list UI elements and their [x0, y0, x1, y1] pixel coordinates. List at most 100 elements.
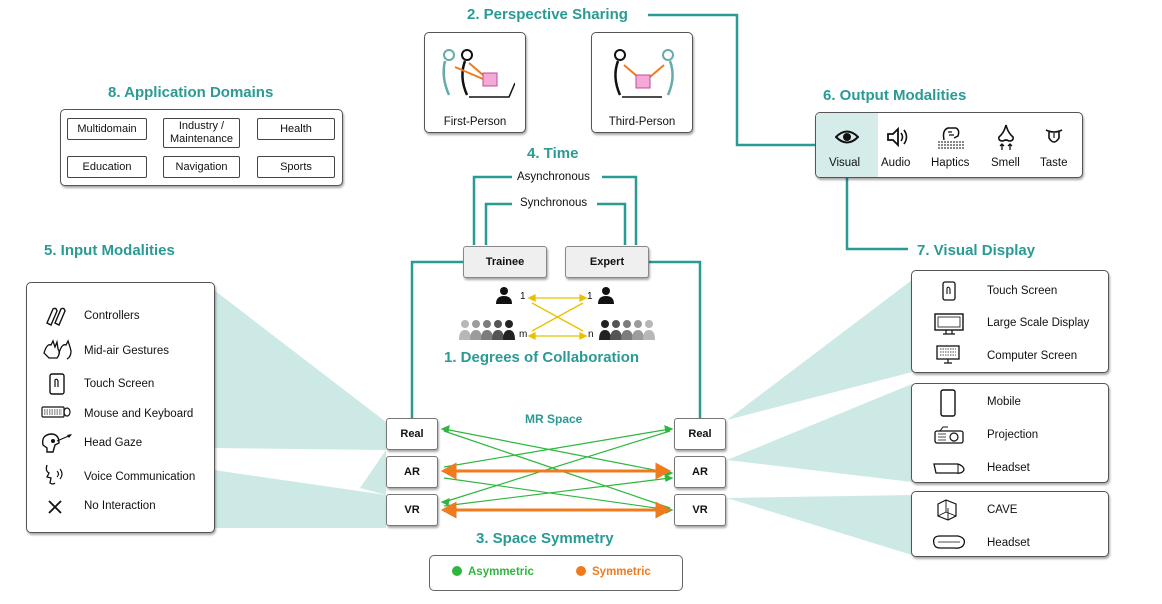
asynchronous-label: Asynchronous — [517, 171, 590, 183]
left-ar-box: AR — [386, 456, 438, 488]
headset-icon — [933, 463, 965, 474]
touch-screen-device-icon — [942, 281, 956, 301]
expert-many-label: n — [588, 329, 594, 340]
domain-education: Education — [67, 156, 147, 178]
display-band-2 — [727, 384, 912, 482]
display-group-screens: Touch Screen Large Scale Display Compute… — [911, 270, 1109, 373]
controllers-icon — [46, 307, 66, 326]
sync-line-right — [597, 202, 627, 245]
eye-icon — [835, 130, 859, 144]
immersive-headset-icon — [932, 535, 966, 549]
collaboration-title: 1. Degrees of Collaboration — [444, 349, 640, 366]
synchronous-label: Synchronous — [520, 197, 588, 209]
asymmetric-dot-icon — [452, 566, 462, 576]
group-experts-icon — [599, 320, 655, 340]
collaboration-arrows — [527, 293, 588, 341]
cross-icon — [48, 500, 62, 514]
display-projection-label: Projection — [987, 429, 1039, 441]
display-cave-label: CAVE — [987, 504, 1018, 516]
single-trainee-icon — [496, 287, 512, 304]
perspective-title: 2. Perspective Sharing — [467, 6, 628, 23]
computer-screen-icon — [936, 345, 960, 364]
input-panel: Controllers Mid-air Gestures Touch Scree… — [26, 282, 215, 533]
tongue-icon — [1045, 129, 1063, 143]
input-controllers-label: Controllers — [84, 310, 140, 322]
output-taste-label: Taste — [1040, 157, 1068, 169]
nose-icon — [998, 124, 1014, 150]
right-ar-box: AR — [674, 456, 726, 488]
input-voice-label: Voice Communication — [84, 471, 196, 483]
symmetry-legend: Asymmetric Symmetric — [429, 555, 683, 591]
mobile-icon — [940, 389, 956, 417]
left-real-box: Real — [386, 418, 438, 450]
output-audio-label: Audio — [881, 157, 911, 169]
right-real-box: Real — [674, 418, 726, 450]
domain-multidomain: Multidomain — [67, 118, 147, 140]
third-person-card: Third-Person — [591, 32, 693, 133]
first-person-illustration-icon — [442, 49, 515, 98]
output-smell-label: Smell — [991, 157, 1020, 169]
domain-navigation: Navigation — [163, 156, 240, 178]
sync-line — [484, 202, 512, 245]
projector-icon — [934, 426, 964, 444]
domain-sports: Sports — [257, 156, 335, 178]
domain-industry: Industry / Maintenance — [163, 118, 240, 148]
async-line — [472, 175, 512, 245]
trainee-one-label: 1 — [520, 291, 526, 302]
legend-asymmetric: Asymmetric — [452, 566, 534, 578]
expert-box: Expert — [565, 246, 649, 278]
left-vr-box: VR — [386, 494, 438, 526]
output-visual-label: Visual — [829, 157, 861, 169]
visual-display-connector — [845, 177, 908, 251]
voice-icon — [45, 464, 63, 485]
input-none-label: No Interaction — [84, 500, 156, 512]
mr-space-label: MR Space — [525, 412, 583, 426]
domain-health: Health — [257, 118, 335, 140]
display-group-mobile: Mobile Projection Headset — [911, 383, 1109, 483]
legend-asymmetric-label: Asymmetric — [468, 566, 534, 578]
display-headset-label: Headset — [987, 462, 1030, 474]
display-group-immersive: CAVE Headset — [911, 491, 1109, 557]
group-trainees-icon — [459, 320, 515, 340]
large-display-icon — [934, 313, 964, 335]
display-touch-label: Touch Screen — [987, 285, 1058, 297]
input-title: 5. Input Modalities — [44, 242, 175, 259]
visual-highlight — [816, 113, 878, 177]
display-band-1 — [727, 280, 912, 420]
expert-one-label: 1 — [587, 291, 593, 302]
hand-icon — [938, 127, 964, 149]
third-person-illustration-icon — [614, 49, 674, 98]
trainee-box: Trainee — [463, 246, 547, 278]
input-keyboard-label: Mouse and Keyboard — [84, 408, 194, 420]
input-band — [214, 290, 386, 528]
symmetry-title: 3. Space Symmetry — [476, 530, 614, 547]
speaker-icon — [887, 127, 908, 147]
time-title: 4. Time — [527, 145, 579, 162]
domains-title: 8. Application Domains — [108, 84, 274, 101]
symmetric-arrows — [440, 462, 672, 519]
input-band-gap — [214, 448, 386, 495]
display-band-3 — [727, 495, 912, 555]
third-person-label: Third-Person — [608, 116, 676, 128]
touch-screen-icon — [49, 373, 65, 395]
output-panel: Visual Audio Haptics Smell Taste — [815, 112, 1083, 178]
keyboard-icon — [41, 406, 71, 418]
domains-panel: Multidomain Industry / Maintenance Healt… — [60, 109, 343, 186]
async-line-right — [602, 175, 638, 245]
cave-icon — [937, 499, 957, 521]
right-vr-box: VR — [674, 494, 726, 526]
output-haptics-label: Haptics — [931, 157, 970, 169]
visual-display-title: 7. Visual Display — [917, 242, 1036, 259]
head-gaze-icon — [41, 433, 72, 453]
legend-symmetric: Symmetric — [576, 566, 651, 578]
first-person-card: First-Person — [424, 32, 526, 133]
display-computer-label: Computer Screen — [987, 350, 1078, 362]
expert-connector — [648, 260, 702, 418]
display-large-label: Large Scale Display — [987, 317, 1090, 329]
symmetric-dot-icon — [576, 566, 586, 576]
trainee-many-label: m — [519, 329, 528, 340]
display-mobile-label: Mobile — [987, 396, 1021, 408]
input-gestures-label: Mid-air Gestures — [84, 345, 169, 357]
input-gaze-label: Head Gaze — [84, 437, 143, 449]
